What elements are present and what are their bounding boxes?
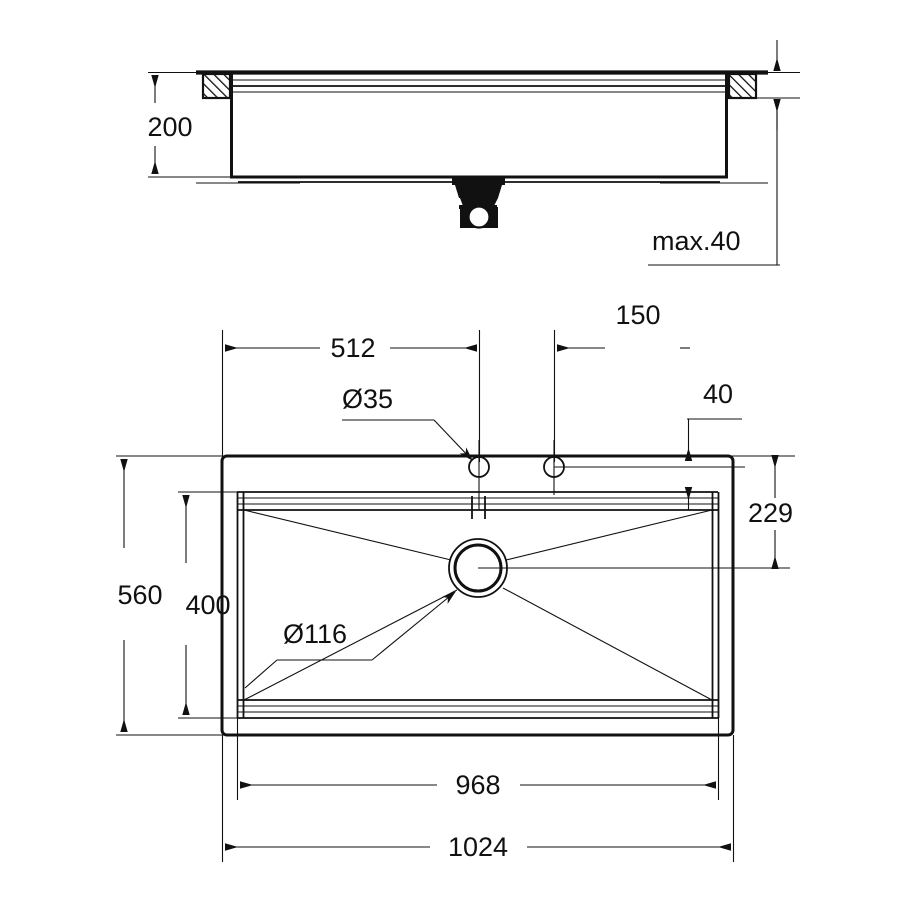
dimension-229: 229	[748, 454, 793, 570]
dimension-40-label: 40	[703, 379, 733, 409]
sink-outline	[220, 454, 735, 737]
dimension-560: 560	[117, 458, 163, 733]
section-view: 200 max.40	[147, 40, 800, 266]
dimension-968: 968	[236, 718, 720, 800]
dimension-150-label: 150	[615, 300, 660, 330]
dimension-1024-label: 1024	[448, 832, 508, 862]
section-bowl-body	[196, 74, 768, 184]
dimension-40: 40	[684, 379, 742, 510]
dimension-512: 512	[221, 330, 481, 462]
dimension-400: 400	[182, 494, 231, 716]
plan-view: 512 150 Ø35 40 229	[116, 300, 795, 862]
callout-dia35-label: Ø35	[342, 384, 393, 414]
plan-construction-lines	[116, 440, 795, 736]
callout-dia35: Ø35	[342, 384, 473, 461]
callout-dia116: Ø116	[244, 591, 456, 689]
dimension-max40: max.40	[648, 40, 800, 266]
dimension-229-label: 229	[748, 498, 793, 528]
dimension-1024: 1024	[221, 735, 735, 862]
plan-outer-body	[220, 454, 735, 737]
dimension-200: 200	[147, 71, 236, 178]
dimension-150: 150	[553, 300, 690, 462]
dimension-560-label: 560	[117, 580, 162, 610]
dimension-400-label: 400	[185, 590, 230, 620]
dimension-512-label: 512	[330, 333, 375, 363]
callout-dia116-label: Ø116	[283, 619, 347, 649]
tap-holes	[468, 456, 565, 478]
dimension-968-label: 968	[455, 770, 500, 800]
plan-bowl-slope-lines	[243, 509, 713, 701]
plan-bowl-rim-bottom	[237, 699, 718, 719]
section-drain-assembly	[452, 178, 505, 229]
section-hatch-right	[727, 72, 758, 100]
section-hatch-left	[201, 72, 232, 100]
plan-bowl-walls	[236, 492, 720, 718]
section-rim-plate	[196, 70, 768, 93]
plan-bowl-rim-top	[237, 491, 718, 519]
dimension-200-label: 200	[147, 112, 192, 142]
dimension-max40-label: max.40	[652, 226, 741, 256]
